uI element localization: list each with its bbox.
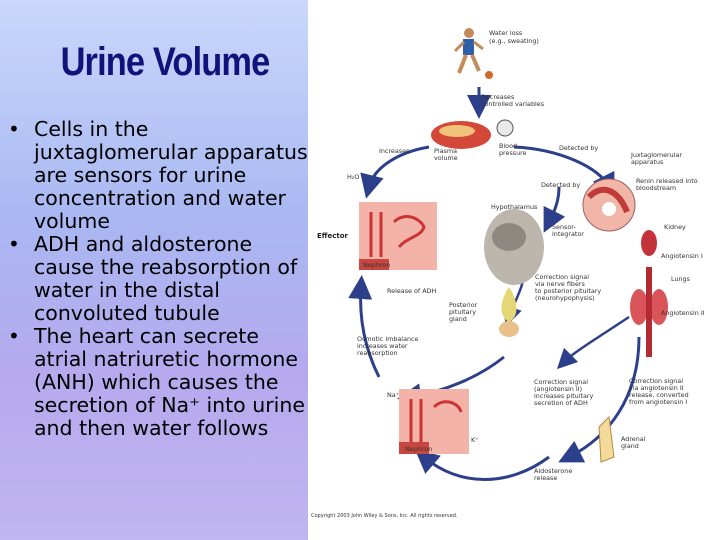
- label-volume: volume: [434, 154, 458, 162]
- label-water-loss-eg: (e.g., sweating): [489, 37, 539, 45]
- label-increases: Increases: [379, 147, 410, 155]
- bullet-dot-icon: •: [8, 232, 20, 256]
- label-sensor-1: Sensor-: [552, 223, 576, 231]
- label-corr3-3: release, converted: [629, 391, 689, 399]
- label-correction-3: to posterior pituitary: [535, 287, 601, 295]
- label-aldosterone-2: release: [534, 474, 557, 482]
- label-corr2-2: (angiotensin II): [534, 385, 582, 393]
- nephron-lower-icon: [399, 389, 469, 454]
- heart-plasma-icon: [431, 119, 514, 149]
- label-osmotic-3: reabsorption: [357, 349, 398, 357]
- label-corr2-3: increases pituitary: [534, 392, 594, 400]
- juxtaglomerular-icon: [582, 178, 636, 232]
- label-correction-1: Correction signal: [535, 273, 589, 281]
- label-osmotic-2: increases water: [357, 342, 408, 350]
- label-correction-4: (neurohypophysis): [535, 294, 595, 302]
- slide-background: [0, 0, 308, 540]
- runner-icon: [453, 28, 493, 79]
- label-controlled-vars: controlled variables: [481, 100, 545, 108]
- cycle-arrow: [543, 186, 566, 233]
- label-corr2-4: secretion of ADH: [534, 399, 588, 407]
- label-kidney: Kidney: [664, 223, 686, 231]
- label-posterior-3: gland: [449, 315, 467, 323]
- cycle-arrow: [556, 315, 630, 370]
- cycle-arrow: [558, 336, 641, 463]
- bullet-text: ADH and aldosterone cause the reabsorpti…: [34, 232, 298, 325]
- adrenal-gland-icon: [598, 415, 615, 463]
- bullet-item: • ADH and aldosterone cause the reabsorpt…: [6, 233, 311, 325]
- bullet-dot-icon: •: [8, 324, 20, 348]
- slide-title: Urine Volume: [60, 40, 271, 84]
- label-corr3-4: from angiotensin I: [629, 398, 687, 406]
- label-aldosterone-1: Aldosterone: [534, 467, 572, 475]
- label-release-adh: Release of ADH: [387, 287, 436, 295]
- cycle-arrow: [414, 449, 550, 481]
- label-effector: Effector: [317, 232, 349, 240]
- label-nephron: Nephron: [363, 261, 390, 269]
- diagram-svg: Water loss (e.g., sweating) Decreases co…: [311, 28, 705, 519]
- label-posterior-2: pituitary: [449, 308, 476, 316]
- bullet-dot-icon: •: [8, 117, 20, 141]
- label-blood: Blood: [499, 142, 517, 150]
- label-adrenal-2: gland: [621, 442, 639, 450]
- label-decreases: Decreases: [481, 93, 515, 101]
- label-plasma: Plasma: [434, 147, 457, 155]
- label-k: K⁺: [471, 436, 479, 444]
- label-nephron-2: Nephron: [405, 445, 432, 453]
- label-detected-by-2: Detected by: [541, 181, 580, 189]
- urine-volume-diagram: Water loss (e.g., sweating) Decreases co…: [309, 17, 720, 523]
- label-h2o: H₂O: [347, 173, 359, 181]
- lungs-icon: [630, 267, 668, 357]
- bullet-list: • Cells in the juxtaglomerular apparatus …: [6, 118, 311, 440]
- label-angiotensin1: Angiotensin I: [661, 252, 703, 260]
- kidney-icon: [641, 230, 657, 256]
- label-corr3-2: via angiotensin II: [629, 384, 684, 392]
- label-water-loss: Water loss: [489, 29, 523, 37]
- bullet-item: • Cells in the juxtaglomerular apparatus …: [6, 118, 311, 233]
- head-hypothalamus-icon: [484, 209, 544, 285]
- label-posterior-1: Posterior: [449, 301, 478, 309]
- bullet-text: The heart can secrete atrial natriuretic…: [34, 324, 305, 440]
- label-pressure: pressure: [499, 149, 527, 157]
- label-correction-2: via nerve fibers: [535, 280, 586, 288]
- label-osmotic-1: Osmotic imbalance: [357, 335, 419, 343]
- bullet-text: Cells in the juxtaglomerular apparatus a…: [34, 117, 308, 233]
- bullet-item: • The heart can secrete atrial natriureti…: [6, 325, 311, 440]
- label-copyright: Copyright 2003 John Wiley & Sons, Inc. A…: [311, 513, 458, 519]
- label-jga-2: apparatus: [631, 158, 664, 166]
- label-renin-1: Renin released into: [636, 177, 698, 185]
- label-adrenal-1: Adrenal: [621, 435, 646, 443]
- pituitary-icon: [499, 287, 519, 337]
- label-renin-2: bloodstream: [636, 184, 676, 192]
- label-jga-1: Juxtaglomerular: [630, 151, 682, 159]
- label-lungs: Lungs: [671, 275, 691, 283]
- label-corr3-1: Correction signal: [629, 377, 683, 385]
- nephron-upper-icon: [359, 202, 437, 270]
- cycle-arrow: [348, 275, 381, 378]
- label-na: Na⁺: [387, 391, 399, 399]
- label-hypothalamus: Hypothalamus: [491, 203, 538, 211]
- label-detected-by: Detected by: [559, 144, 598, 152]
- cycle-arrow: [360, 145, 430, 199]
- label-corr2-1: Correction signal: [534, 378, 588, 386]
- label-sensor-2: integrator: [552, 230, 584, 238]
- label-angiotensin2: Angiotensin II: [661, 309, 705, 317]
